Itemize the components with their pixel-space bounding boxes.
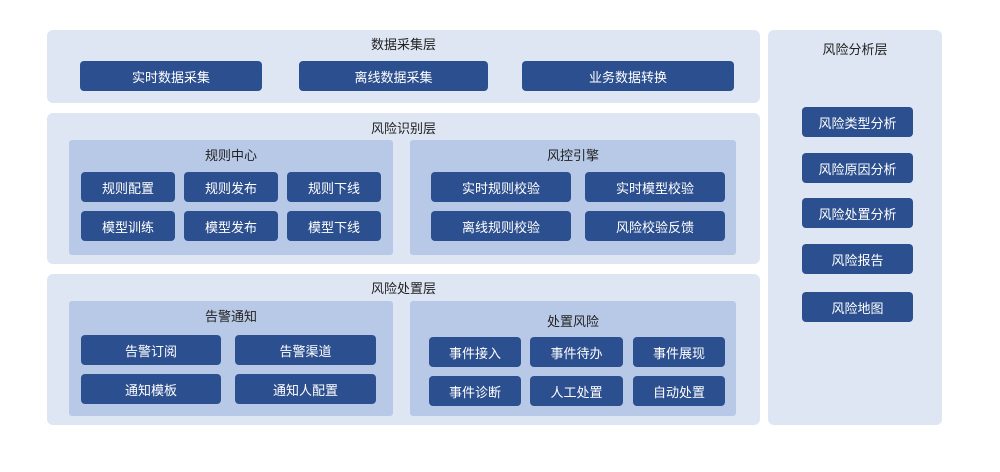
notice-recipient-config-button[interactable]: 通知人配置 [235,374,376,404]
event-todo-button[interactable]: 事件待办 [530,337,623,367]
event-diagnosis-button[interactable]: 事件诊断 [429,376,521,406]
rule-center-title: 规则中心 [204,149,257,164]
risk-handling-layer-title: 风险处置层 [370,282,436,297]
risk-check-feedback-button[interactable]: 风险校验反馈 [585,211,725,241]
alert-notice-panel: 告警通知 告警订阅 告警渠道 通知模板 通知人配置 [69,301,393,416]
realtime-model-check-button[interactable]: 实时模型校验 [585,172,725,202]
rule-publish-button[interactable]: 规则发布 [184,172,278,202]
event-display-button[interactable]: 事件展现 [633,337,725,367]
data-collection-layer-title: 数据采集层 [370,38,436,53]
handle-risk-panel: 处置风险 事件接入 事件待办 事件展现 事件诊断 人工处置 自动处置 [410,301,736,416]
alert-channel-button[interactable]: 告警渠道 [235,335,376,365]
data-collection-layer: 数据采集层 实时数据采集 离线数据采集 业务数据转换 [47,30,760,103]
event-intake-button[interactable]: 事件接入 [429,337,521,367]
risk-handling-analysis-button[interactable]: 风险处置分析 [802,198,913,228]
risk-engine-panel: 风控引擎 实时规则校验 实时模型校验 离线规则校验 风险校验反馈 [410,140,736,255]
manual-handling-button[interactable]: 人工处置 [530,376,623,406]
realtime-collection-button[interactable]: 实时数据采集 [80,61,262,91]
risk-handling-layer: 风险处置层 告警通知 告警订阅 告警渠道 通知模板 通知人配置 处置风险 事件接… [47,274,760,425]
rule-offline-button[interactable]: 规则下线 [287,172,381,202]
offline-collection-button[interactable]: 离线数据采集 [299,61,488,91]
risk-engine-title: 风控引擎 [546,149,599,164]
risk-type-analysis-button[interactable]: 风险类型分析 [802,107,913,137]
realtime-rule-check-button[interactable]: 实时规则校验 [431,172,571,202]
handle-risk-title: 处置风险 [546,315,599,330]
rule-config-button[interactable]: 规则配置 [81,172,175,202]
model-training-button[interactable]: 模型训练 [81,211,175,241]
risk-report-button[interactable]: 风险报告 [802,244,913,274]
alert-subscribe-button[interactable]: 告警订阅 [81,335,221,365]
risk-identification-layer: 风险识别层 规则中心 规则配置 规则发布 规则下线 模型训练 模型发布 模型下线… [47,113,760,264]
rule-center-panel: 规则中心 规则配置 规则发布 规则下线 模型训练 模型发布 模型下线 [69,140,393,255]
auto-handling-button[interactable]: 自动处置 [633,376,725,406]
risk-identification-layer-title: 风险识别层 [370,122,436,137]
offline-rule-check-button[interactable]: 离线规则校验 [431,211,571,241]
alert-notice-title: 告警通知 [204,310,257,325]
notice-template-button[interactable]: 通知模板 [81,374,221,404]
risk-map-button[interactable]: 风险地图 [802,292,913,322]
risk-analysis-layer: 风险分析层 风险类型分析 风险原因分析 风险处置分析 风险报告 风险地图 [768,30,942,425]
model-publish-button[interactable]: 模型发布 [184,211,278,241]
business-conversion-button[interactable]: 业务数据转换 [522,61,734,91]
risk-analysis-layer-title: 风险分析层 [822,43,888,58]
risk-cause-analysis-button[interactable]: 风险原因分析 [802,153,913,183]
model-offline-button[interactable]: 模型下线 [287,211,381,241]
